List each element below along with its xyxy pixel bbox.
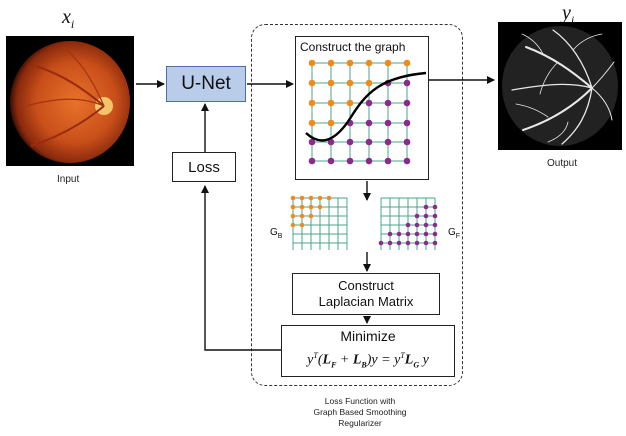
laplacian-block: Construct Laplacian Matrix	[292, 273, 440, 315]
unet-block: U-Net	[166, 66, 246, 102]
laplacian-line1: Construct	[338, 278, 394, 293]
subgraph-gf	[378, 197, 438, 250]
construct-graph-panel: Construct the graph	[295, 36, 429, 180]
regularizer-dashed-container	[251, 24, 463, 386]
retina-input-image	[6, 36, 134, 166]
input-caption: Input	[57, 174, 80, 185]
arrow-minimize-to-loss	[201, 185, 281, 351]
construct-graph-title: Construct the graph	[300, 40, 406, 54]
boundary-curve	[305, 71, 427, 142]
minimize-block: Minimize yT(LF + LB)y = yTLG y	[281, 325, 455, 377]
loss-block: Loss	[172, 152, 236, 182]
output-caption: Output	[547, 158, 578, 169]
subgraph-gf-label: GF	[448, 227, 461, 240]
output-math-label: yi	[562, 2, 575, 27]
subgraph-gb	[290, 195, 348, 250]
orange-nodes	[308, 59, 411, 127]
minimize-equation: yT(LF + LB)y = yTLG y	[307, 351, 429, 370]
vessel-output-image	[498, 22, 622, 150]
minimize-title: Minimize	[340, 328, 396, 345]
regularizer-caption: Loss Function with Graph Based Smoothing…	[313, 396, 407, 428]
laplacian-line2: Laplacian Matrix	[318, 294, 414, 309]
input-math-label: xi	[62, 6, 75, 31]
subgraph-gb-label: GB	[270, 227, 283, 240]
